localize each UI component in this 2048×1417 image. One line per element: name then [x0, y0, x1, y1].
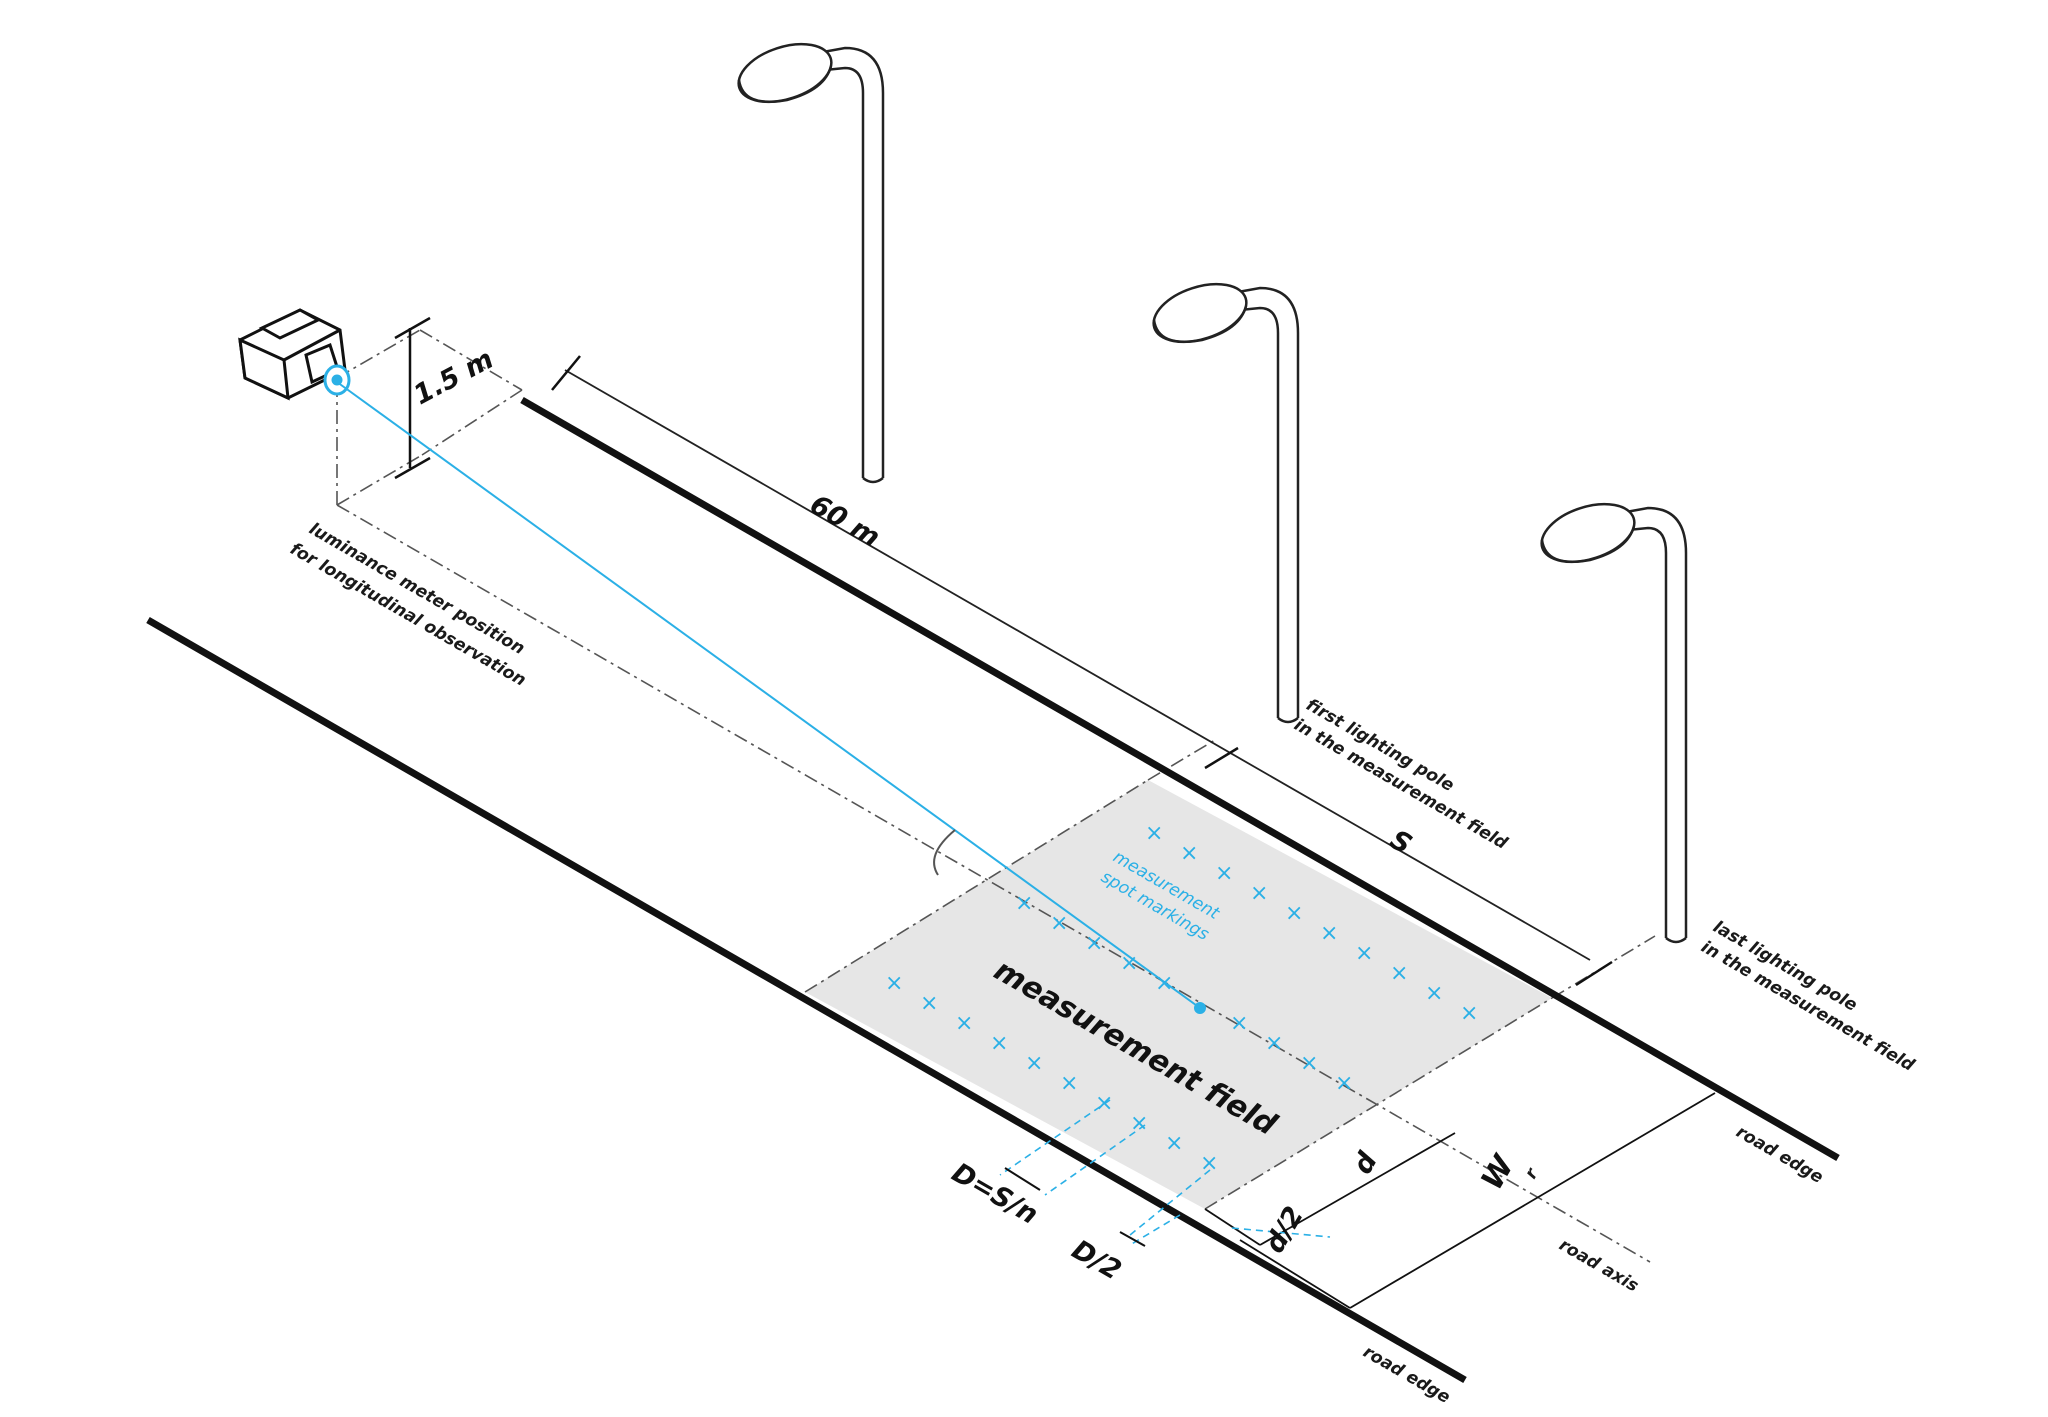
spacing-label: S — [1385, 824, 1417, 861]
svg-text:×: × — [955, 1011, 973, 1036]
svg-text:×: × — [1355, 941, 1373, 966]
svg-text:×: × — [1050, 911, 1068, 936]
svg-text:×: × — [1320, 921, 1338, 946]
measurement-field-area — [805, 780, 1552, 1209]
svg-text:×: × — [1015, 891, 1033, 916]
spot-spacing-label: D=S/n — [947, 1157, 1044, 1231]
measurement-spot-markings: × × × × × × × × × × × × × × × × × × × × × × × × × × × × × — [885, 821, 1478, 1176]
height-label: 1.5 m — [409, 344, 499, 411]
svg-text:×: × — [1285, 901, 1303, 926]
meter-position-label-line2: for longitudinal observation — [287, 539, 530, 691]
road-width-label: W — [1475, 1148, 1523, 1196]
svg-text:×: × — [1215, 861, 1233, 886]
half-spot-spacing-label: D/2 — [1067, 1234, 1127, 1286]
observation-point — [1194, 1002, 1206, 1014]
road-edge-top-label: road edge — [1733, 1122, 1827, 1188]
svg-text:×: × — [1085, 931, 1103, 956]
svg-text:×: × — [1025, 1051, 1043, 1076]
width-dimension-lines — [1204, 1092, 1716, 1309]
lane-width-label: d — [1347, 1147, 1384, 1180]
street-lamp-icon — [1145, 272, 1300, 724]
road-width-subscript: r — [1521, 1164, 1543, 1183]
svg-text:×: × — [920, 991, 938, 1016]
svg-text:×: × — [1165, 1131, 1183, 1156]
road-edge-bottom-label: road edge — [1360, 1342, 1454, 1408]
construction-lines — [336, 329, 1656, 1263]
svg-text:×: × — [1250, 881, 1268, 906]
length-dimension-line — [564, 369, 1591, 961]
svg-text:×: × — [1335, 1071, 1353, 1096]
sight-line — [336, 381, 1201, 1009]
road-edge-right-line — [520, 396, 1840, 1162]
svg-text:×: × — [1230, 1011, 1248, 1036]
half-lane-label: d/2 — [1259, 1201, 1310, 1258]
svg-text:×: × — [1460, 1001, 1478, 1026]
last-pole-label-line2: in the measurement field — [1698, 937, 1919, 1076]
svg-text:×: × — [1095, 1091, 1113, 1116]
svg-text:×: × — [1300, 1051, 1318, 1076]
svg-text:×: × — [990, 1031, 1008, 1056]
svg-text:×: × — [1425, 981, 1443, 1006]
street-lamp-icon — [730, 32, 885, 484]
svg-text:×: × — [1265, 1031, 1283, 1056]
svg-text:×: × — [1390, 961, 1408, 986]
meter-position-label-line1: luminance meter position — [306, 519, 529, 659]
svg-text:×: × — [885, 971, 903, 996]
svg-text:×: × — [1180, 841, 1198, 866]
blue-dimension-lines — [999, 1099, 1331, 1246]
svg-text:×: × — [1120, 951, 1138, 976]
svg-text:×: × — [1200, 1151, 1218, 1176]
svg-text:×: × — [1130, 1111, 1148, 1136]
svg-text:×: × — [1060, 1071, 1078, 1096]
svg-text:×: × — [1145, 821, 1163, 846]
svg-text:×: × — [1155, 971, 1173, 996]
street-lamp-icon — [1533, 492, 1688, 944]
road-axis-label: road axis — [1556, 1235, 1642, 1296]
road-edge-left-line — [146, 616, 1467, 1384]
luminance-meter-icon — [238, 308, 351, 401]
length-label: 60 m — [805, 489, 886, 553]
